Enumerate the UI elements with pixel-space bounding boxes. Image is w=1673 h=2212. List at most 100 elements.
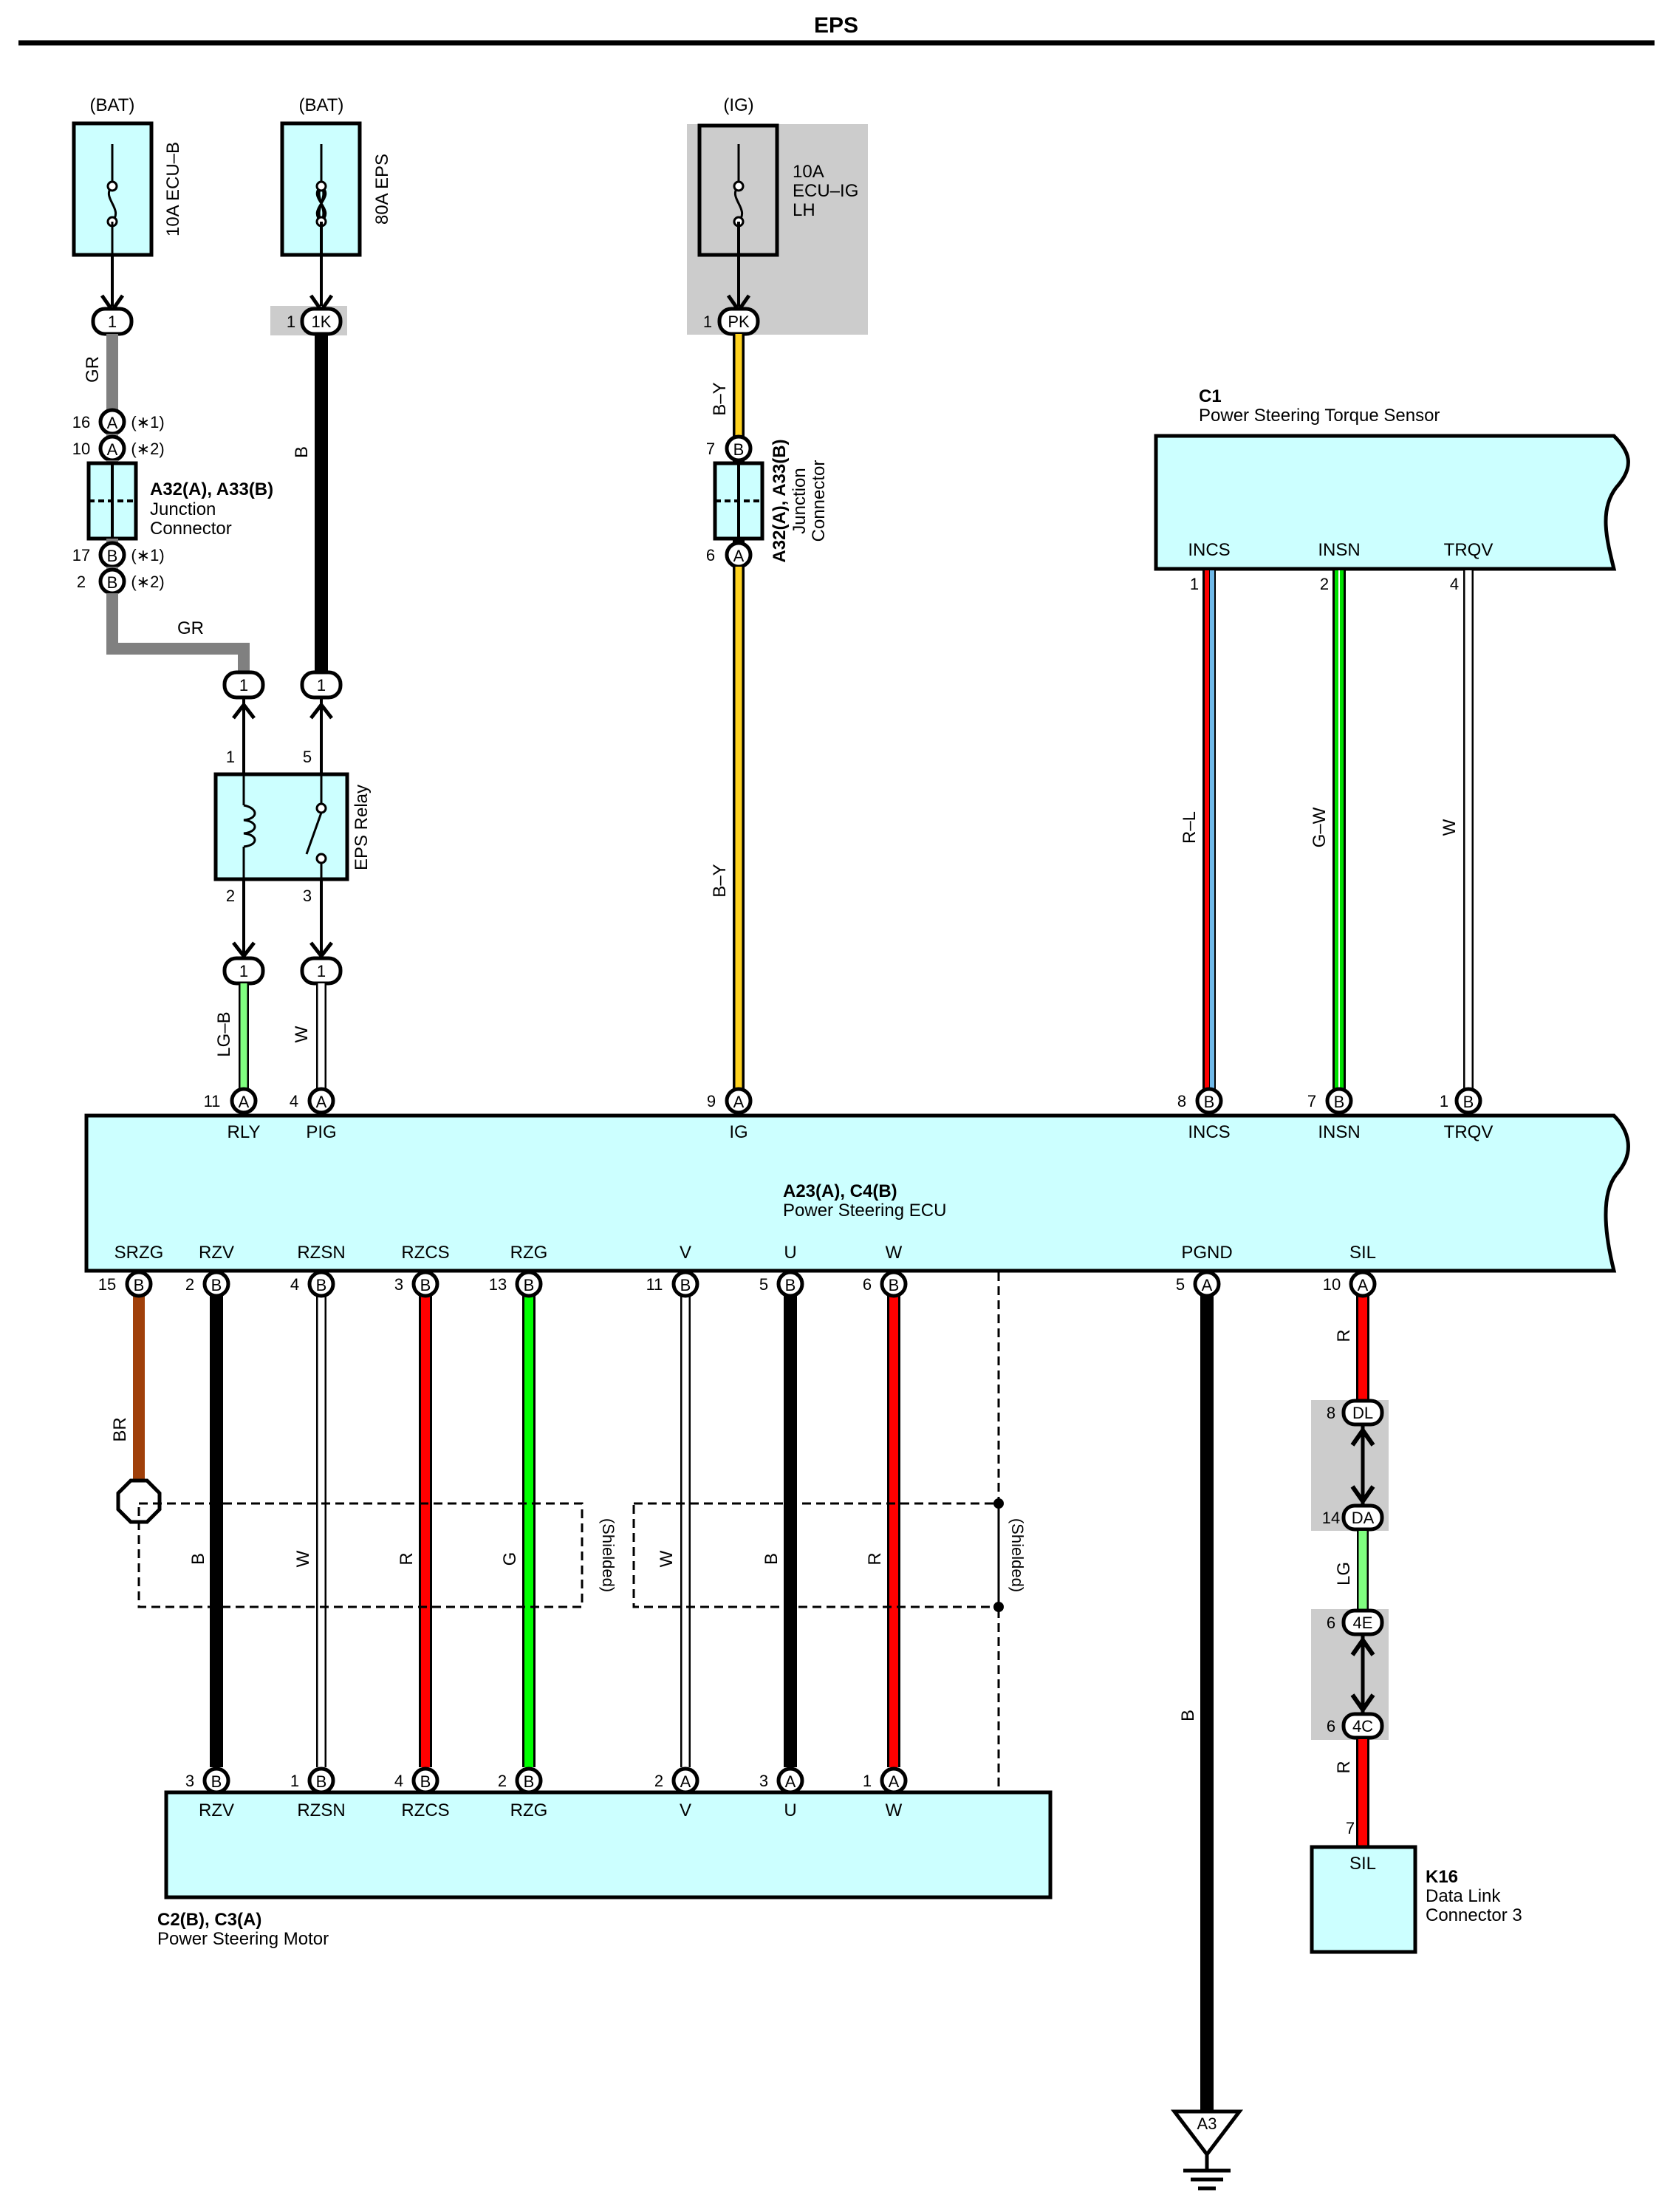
wire-w-rzsn-label: W — [293, 1550, 313, 1567]
wire-gr-lower-label: GR — [177, 618, 204, 638]
fuse-2-terminal-pin: 1 — [287, 313, 295, 331]
svg-text:A: A — [733, 1093, 745, 1111]
dlc-pin-name: SIL — [1349, 1854, 1376, 1874]
page-title: EPS — [814, 13, 858, 38]
jl-out-2-note: (∗2) — [131, 573, 164, 591]
torque-sensor-code: C1 — [1199, 386, 1222, 406]
relay-pin-1: 1 — [226, 748, 235, 766]
svg-text:W: W — [886, 1800, 903, 1820]
ecu-bottom-pin-u: 5 B — [759, 1270, 804, 1298]
svg-text:RLY: RLY — [227, 1122, 261, 1142]
svg-text:6: 6 — [1327, 1614, 1335, 1632]
motor-box — [164, 1790, 1053, 1899]
joint-2-arrow-up-icon — [1350, 1636, 1375, 1656]
ecu-code: A23(A), C4(B) — [783, 1181, 897, 1201]
fuse-1-terminal-label: 1 — [108, 313, 117, 331]
svg-text:3: 3 — [394, 1275, 403, 1294]
shield-box-1 — [137, 1502, 584, 1608]
jl-in-2-c: A — [107, 440, 118, 459]
ecu-top-pin-rly: 11 A RLY — [204, 1087, 261, 1142]
wire-rl-label: R–L — [1180, 811, 1200, 844]
shield-label-1: (Shielded) — [599, 1518, 617, 1592]
motor-pin-u: 3 A U — [759, 1766, 804, 1820]
svg-text:8: 8 — [1327, 1404, 1335, 1422]
shield-ground-icon — [116, 1478, 162, 1524]
jm-out-pin: 6 — [706, 546, 715, 564]
jl-in-1-note: (∗1) — [131, 413, 164, 431]
svg-text:B: B — [785, 1276, 796, 1294]
ts-pin-insn-name: INSN — [1318, 540, 1360, 560]
fuse-3-label-line-1: 10A — [793, 162, 824, 182]
ecu-name: Power Steering ECU — [783, 1201, 946, 1221]
svg-text:6: 6 — [1327, 1717, 1335, 1735]
svg-text:B: B — [420, 1772, 431, 1791]
junction-left-line-3: Connector — [150, 519, 232, 539]
ecu-bottom-pin-pgnd: 5 A — [1176, 1270, 1221, 1298]
relay-conn-in-1-label: 1 — [239, 676, 248, 694]
junction-mid-line-2: Junction — [790, 468, 810, 533]
svg-text:1: 1 — [1440, 1092, 1448, 1110]
svg-text:B: B — [316, 1276, 327, 1294]
motor-pin-rzg: 2 B RZG — [498, 1766, 547, 1820]
wire-r-sil-upper-label: R — [1334, 1329, 1354, 1342]
jl-in-1-pin: 16 — [72, 413, 90, 431]
dlc-pin-num: 7 — [1346, 1819, 1355, 1837]
wire-by-lower-label: B–Y — [710, 864, 730, 897]
jm-in-pin: 7 — [706, 440, 715, 458]
torque-sensor-name: Power Steering Torque Sensor — [1199, 406, 1440, 426]
svg-text:8: 8 — [1177, 1092, 1186, 1110]
relay-in-1-arrow-icon — [232, 701, 256, 720]
jl-out-1-note: (∗1) — [131, 546, 164, 564]
jl-in-2-pin: 10 — [72, 440, 90, 458]
ecu-top-pin-ig: 9 A IG — [707, 1087, 753, 1142]
svg-text:4C: 4C — [1352, 1717, 1373, 1735]
shield-box-2 — [632, 1502, 1000, 1608]
wire-w-pig-label: W — [292, 1025, 312, 1042]
fuse-3-label-line-2: ECU–IG — [793, 181, 858, 201]
joint-2-arrow-down-icon — [1350, 1693, 1375, 1714]
fuse-2-source: (BAT) — [299, 95, 344, 115]
ecu-bottom-name-rzv: RZV — [199, 1243, 234, 1263]
jm-out-c: A — [733, 547, 745, 565]
svg-text:11: 11 — [646, 1275, 663, 1294]
svg-text:5: 5 — [1176, 1275, 1185, 1294]
svg-text:5: 5 — [759, 1275, 768, 1294]
svg-text:A: A — [680, 1772, 691, 1791]
ground-a3-icon — [1170, 2109, 1244, 2158]
ecu-top-pin-insn: 7 B INSN — [1307, 1087, 1361, 1142]
svg-text:B: B — [680, 1276, 691, 1294]
svg-text:15: 15 — [98, 1275, 116, 1294]
wire-by-upper-label: B–Y — [710, 382, 730, 415]
wire-b-rzv-label: B — [188, 1553, 208, 1565]
svg-text:4E: 4E — [1353, 1614, 1373, 1632]
svg-text:U: U — [784, 1800, 796, 1820]
fuse-2-icon — [315, 185, 327, 223]
svg-text:TRQV: TRQV — [1444, 1122, 1494, 1142]
junction-mid-line-3: Connector — [809, 460, 829, 542]
svg-text:4: 4 — [290, 1275, 299, 1294]
wire-r-rzcs-label: R — [397, 1552, 417, 1565]
svg-text:B: B — [316, 1772, 327, 1791]
torque-sensor-box — [1154, 434, 1630, 571]
relay-pin-5: 5 — [303, 748, 312, 766]
wire-b-pgnd-label: B — [1178, 1710, 1198, 1721]
wire-w-trqv-label: W — [1440, 819, 1460, 836]
dlc-line-2: Connector 3 — [1426, 1905, 1522, 1925]
svg-text:B: B — [889, 1276, 900, 1294]
fuse-1-label: 10A ECU–B — [163, 142, 183, 236]
ts-pin-incs-name: INCS — [1188, 540, 1230, 560]
ecu-bottom-name-u: U — [784, 1243, 796, 1263]
wire-r-sil-lower-label: R — [1334, 1761, 1354, 1773]
svg-text:B: B — [420, 1276, 431, 1294]
ecu-bottom-name-sil: SIL — [1349, 1243, 1376, 1263]
svg-text:A: A — [889, 1772, 900, 1791]
svg-text:A: A — [239, 1093, 250, 1111]
joint-dl: 8 DL — [1327, 1399, 1384, 1427]
ecu-bottom-name-v: V — [680, 1243, 691, 1263]
svg-text:INCS: INCS — [1188, 1122, 1230, 1142]
fuse-3-label-line-3: LH — [793, 200, 815, 220]
svg-text:INSN: INSN — [1318, 1122, 1360, 1142]
svg-text:A: A — [1202, 1276, 1213, 1294]
svg-text:B: B — [211, 1772, 222, 1791]
